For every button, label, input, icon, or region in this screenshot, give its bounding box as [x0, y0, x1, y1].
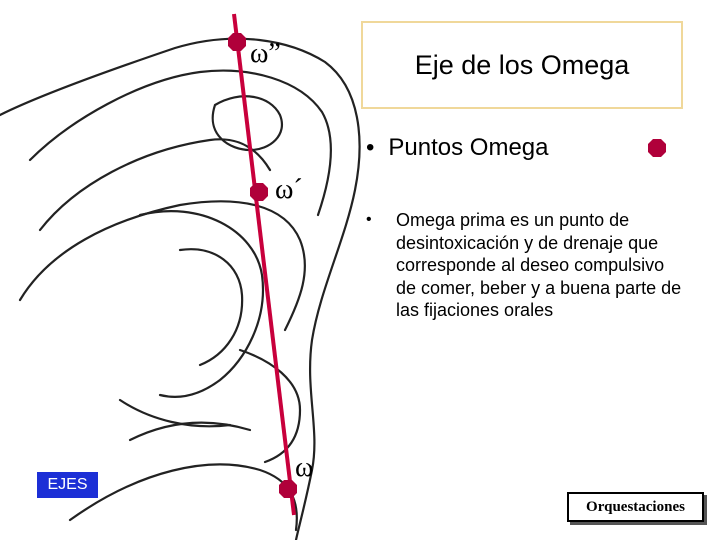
triangular-fossa: [211, 95, 283, 152]
omega-double-prime-label: ω”: [250, 38, 281, 69]
helix-inner: [28, 69, 332, 217]
concha-inner: [178, 248, 244, 367]
page-title: Eje de los Omega: [414, 49, 630, 80]
lobe: [68, 463, 298, 532]
bullet-marker: •: [366, 211, 372, 228]
orquestaciones-button[interactable]: Orquestaciones: [567, 492, 704, 522]
ejes-button[interactable]: EJES: [37, 472, 98, 498]
antihelix-lower: [18, 200, 306, 332]
title-box: Eje de los Omega: [361, 21, 683, 109]
lobe-inner: [128, 421, 252, 442]
bullet-puntos-text: Puntos Omega: [388, 134, 549, 161]
omega-point: [279, 480, 297, 498]
description-text: Omega prima es un punto de desintoxicaci…: [396, 210, 682, 320]
bullet-description: • Omega prima es un punto de desintoxica…: [366, 209, 686, 322]
octagon-point-icon: [648, 139, 666, 157]
omega-label: ω: [295, 452, 314, 483]
omega-axis-line: [232, 13, 296, 516]
omega-prime-label: ω´: [275, 174, 303, 205]
bullet-marker: •: [366, 134, 375, 161]
antihelix: [38, 138, 272, 232]
concha: [138, 210, 265, 398]
helix-outline: [0, 37, 361, 540]
ejes-label: EJES: [47, 476, 88, 493]
orquestaciones-label: Orquestaciones: [586, 498, 685, 515]
omega-prime-point: [250, 183, 268, 201]
bullet-puntos-omega: • Puntos Omega: [366, 134, 549, 162]
antitragus: [118, 398, 232, 428]
tragus: [238, 348, 302, 464]
omega-double-prime-point: [228, 33, 246, 51]
